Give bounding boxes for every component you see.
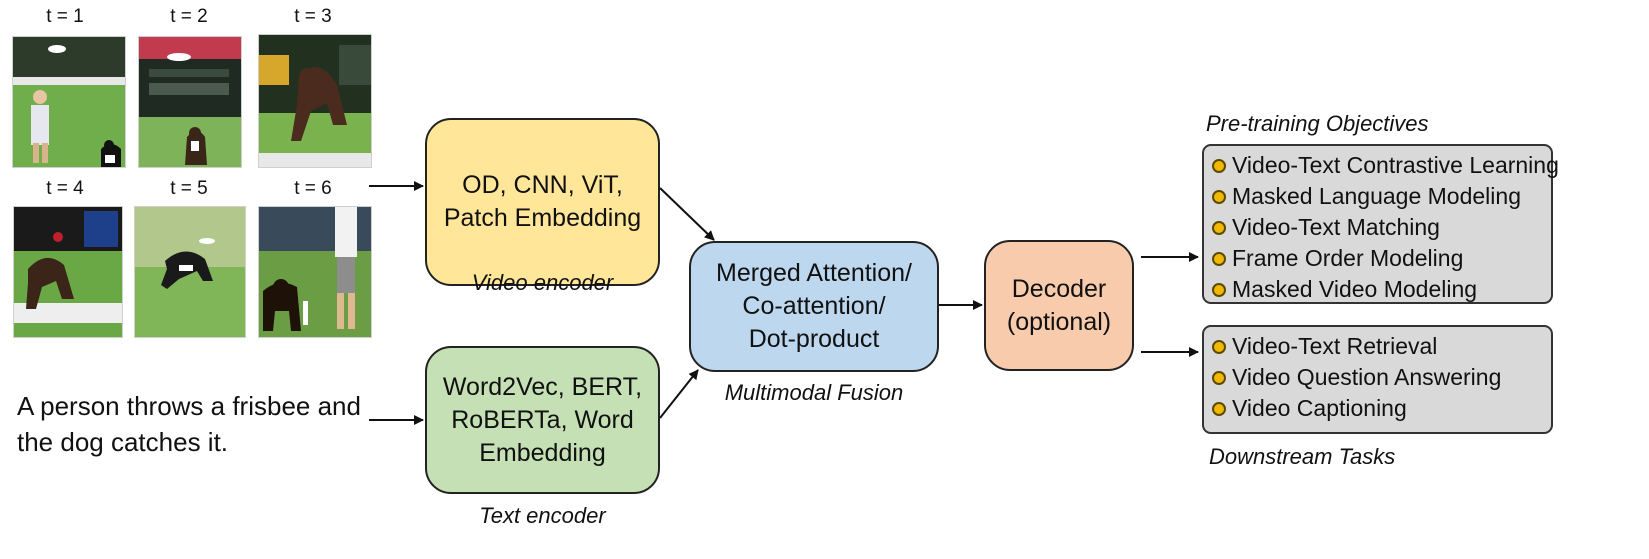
- text-encoder-caption: Text encoder: [479, 503, 606, 528]
- bullet-dot-icon: [1212, 282, 1226, 297]
- frame-label-6: t = 6: [294, 178, 332, 199]
- decoder-box: Decoder (optional): [984, 240, 1134, 371]
- bullet-dot-icon: [1212, 158, 1226, 173]
- bullet-dot-icon: [1212, 251, 1226, 266]
- text-encoder-text: Word2Vec, BERT, RoBERTa, Word Embedding: [442, 372, 643, 467]
- pretraining-item: Video-Text Matching: [1212, 212, 1543, 243]
- pretraining-item: Video-Text Contrastive Learning: [1212, 150, 1559, 181]
- decoder-text: Decoder (optional): [1006, 274, 1112, 336]
- bullet-dot-icon: [1212, 220, 1226, 235]
- video-frame-6: [258, 206, 372, 338]
- fusion-caption: Multimodal Fusion: [724, 380, 904, 405]
- video-frame-2: [138, 36, 242, 168]
- video-encoder-box: OD, CNN, ViT, Patch Embedding: [425, 118, 660, 286]
- bullet-dot-icon: [1212, 401, 1226, 416]
- pretraining-item: Masked Language Modeling: [1212, 181, 1543, 212]
- frame-label-3: t = 3: [294, 6, 332, 27]
- downstream-item: Video Captioning: [1212, 393, 1543, 424]
- arrow-video-encoder-to-fusion: [659, 187, 715, 241]
- fusion-box: Merged Attention/ Co-attention/ Dot-prod…: [689, 241, 939, 372]
- bullet-dot-icon: [1212, 370, 1226, 385]
- downstream-title: Downstream Tasks: [1209, 444, 1396, 469]
- video-frame-1: [12, 36, 126, 168]
- frame-label-1: t = 1: [46, 6, 84, 27]
- pretraining-panel: Video-Text Contrastive Learning Masked L…: [1202, 144, 1559, 305]
- downstream-panel: Video-Text Retrieval Video Question Answ…: [1202, 325, 1553, 434]
- video-encoder-text: OD, CNN, ViT, Patch Embedding: [443, 171, 642, 232]
- video-encoder-caption: Video encoder: [471, 270, 614, 295]
- bullet-dot-icon: [1212, 339, 1226, 354]
- frame-label-4: t = 4: [46, 178, 84, 199]
- input-sentence: A person throws a frisbee and the dog ca…: [17, 391, 361, 457]
- frame-label-2: t = 2: [170, 6, 208, 27]
- downstream-item: Video-Text Retrieval: [1212, 331, 1543, 362]
- downstream-item: Video Question Answering: [1212, 362, 1543, 393]
- video-frame-3: [258, 34, 372, 168]
- text-encoder-box: Word2Vec, BERT, RoBERTa, Word Embedding: [425, 346, 660, 494]
- frame-label-5: t = 5: [170, 178, 208, 199]
- bullet-dot-icon: [1212, 189, 1226, 204]
- fusion-text: Merged Attention/ Co-attention/ Dot-prod…: [716, 259, 912, 353]
- pretraining-title: Pre-training Objectives: [1206, 111, 1429, 136]
- video-frame-5: [134, 206, 246, 338]
- pretraining-item: Frame Order Modeling: [1212, 243, 1543, 274]
- video-frame-4: [13, 206, 123, 338]
- pretraining-item: Masked Video Modeling: [1212, 274, 1543, 305]
